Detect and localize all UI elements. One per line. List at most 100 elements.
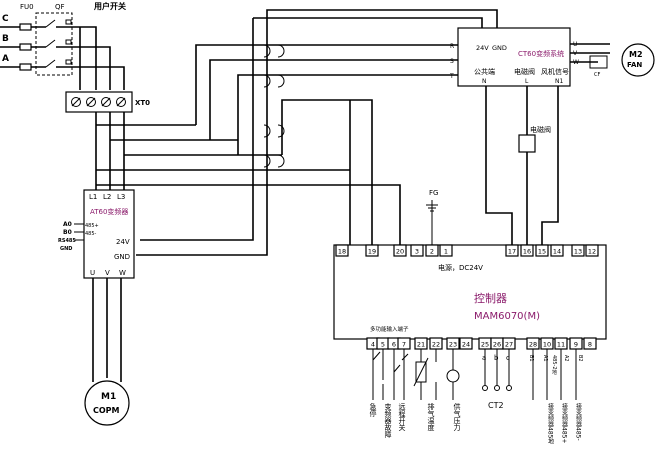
breaker-frame	[35, 12, 73, 76]
inverter-l3: L3	[117, 193, 125, 201]
controller-bottom-terminal-label: 10	[543, 341, 551, 349]
ct60-group-common: 公共端	[474, 67, 495, 76]
controller-feed	[96, 99, 401, 245]
ct60-system: 24V GND CT60变频系统 R S T U V W 公共端 电磁阀 风机信…	[449, 27, 610, 245]
controller-top-terminal-cell	[335, 244, 349, 257]
label-estop: 急停	[369, 402, 377, 418]
terminal-2	[86, 97, 96, 107]
user-switch-label: 用户开关	[93, 1, 126, 11]
xt0-to-inverter	[95, 112, 125, 190]
controller-bottom-terminal-label: 25	[481, 341, 489, 349]
ct2-tap-a	[482, 385, 488, 391]
ct2-label: CT2	[488, 401, 504, 410]
ct60-n: N	[482, 78, 487, 85]
ct60-l: L	[525, 78, 529, 85]
label-inverter-fault: 变频器故障	[384, 402, 392, 439]
ct60-gnd: GND	[492, 44, 507, 52]
controller-bottom-terminal-label: 6	[392, 341, 396, 349]
inverter-comm-leads	[74, 223, 84, 241]
controller-bottom-terminal-label: 7	[402, 341, 406, 349]
comm-tag-b1: B1	[528, 355, 534, 362]
ct60-title: CT60变频系统	[518, 49, 564, 58]
controller-bottom-terminal-cell	[459, 337, 473, 350]
controller-bottom-terminal-label: 23	[449, 341, 457, 349]
controller-top-terminal-label: 3	[415, 248, 419, 256]
controller-top-terminal-cell	[439, 244, 453, 257]
phase-c-label: C	[2, 14, 9, 24]
inverter-l2: L2	[103, 193, 111, 201]
ct60-group-fan: 风机信号	[541, 67, 569, 76]
terminal-3	[101, 97, 111, 107]
controller-bottom-terminal-label: 9	[574, 341, 578, 349]
main-motor: M1 COPM	[84, 380, 130, 426]
phase-b-label: B	[2, 34, 9, 44]
comm-label-minus: 接变频器485-	[575, 402, 582, 440]
controller-top-terminal-cell	[393, 244, 407, 257]
controller-top-terminal-label: 16	[523, 248, 531, 256]
controller-top-terminal-label: 19	[368, 248, 376, 256]
inverter-u: U	[90, 269, 95, 277]
controller-bottom-terminal-label: 27	[505, 341, 513, 349]
controller-top-terminal-label: 17	[508, 248, 516, 256]
controller-model: MAM6070(M)	[474, 311, 540, 322]
ct60-supply-wires	[195, 44, 458, 155]
controller-top-terminal-label: 12	[588, 248, 596, 256]
terminal-4	[116, 97, 126, 107]
ct60-frame	[457, 27, 571, 87]
controller-top-terminal-label: 14	[553, 248, 561, 256]
crossing-loops-left	[263, 44, 271, 168]
controller-top-terminal-cell	[571, 244, 585, 257]
inverter-label-a0: A0	[63, 221, 72, 228]
bottom-io: a b c CT2 B1 A1 485-2地 A2 B2 急停 变频器故障 远程…	[369, 349, 583, 445]
ct60-n1: N1	[555, 78, 563, 85]
ct60-bottom-wires	[485, 86, 559, 245]
cf-capacitor	[589, 55, 608, 69]
controller-top-terminal-cell	[550, 244, 564, 257]
controller-top-terminal-cell	[585, 244, 599, 257]
controller-bottom-terminal-label: 28	[529, 341, 537, 349]
temp-sensor	[415, 361, 427, 383]
ct60-fan-wires	[570, 43, 610, 63]
inverter-label-b0: B0	[63, 229, 72, 236]
controller-top-terminal-label: 13	[574, 248, 582, 256]
controller-power-text: 电源，DC24V	[438, 263, 483, 272]
terminal-block-label: XT0	[135, 99, 150, 107]
phase-lines	[0, 26, 80, 68]
supply-section: FU0 QF 用户开关 C B A	[0, 1, 126, 90]
taps-to-ct60	[96, 124, 350, 171]
ground-symbol	[426, 200, 438, 245]
inverter-24v: 24V	[116, 238, 130, 246]
multi-input-label: 多功能输入端子	[370, 325, 409, 333]
controller-frame	[333, 244, 607, 340]
controller-bottom-terminal-label: 24	[462, 341, 470, 349]
ab-letter-a: a	[482, 354, 486, 362]
ab-letter-b: b	[494, 354, 499, 362]
fan-m2-label: M2	[629, 50, 643, 59]
phase-a-label: A	[2, 54, 9, 64]
controller-bottom-terminal-label: 4	[371, 341, 375, 349]
fan-motor: M2 FAN	[621, 43, 655, 77]
fg-ground: FG	[426, 189, 438, 245]
controller-bottom-terminal-label: 21	[417, 341, 425, 349]
comm-tag-a1: A1	[542, 355, 548, 362]
terminal-block: XT0	[65, 91, 150, 113]
comm-label-plus: 接变频器485+	[561, 402, 568, 443]
ct2-tap-c	[506, 385, 512, 391]
controller-bottom-terminal-label: 8	[588, 341, 592, 349]
label-exhaust-temp: 排气温度	[427, 402, 435, 432]
temp-sensor-slash	[413, 357, 429, 387]
breaker-contacts	[45, 19, 56, 68]
ct2-tap-b	[494, 385, 500, 391]
ct60-group-solenoid: 电磁阀	[514, 67, 535, 76]
ct60-24v: 24V	[476, 44, 489, 52]
switch-symbols	[372, 351, 409, 373]
controller-top-terminal-cell	[535, 244, 549, 257]
controller-top-terminal-cell	[505, 244, 519, 257]
inverter-frame	[83, 189, 135, 279]
controller-top-terminal-label: 18	[338, 248, 346, 256]
fuse-c	[19, 23, 32, 31]
controller-top-terminal-label: 1	[444, 248, 448, 256]
